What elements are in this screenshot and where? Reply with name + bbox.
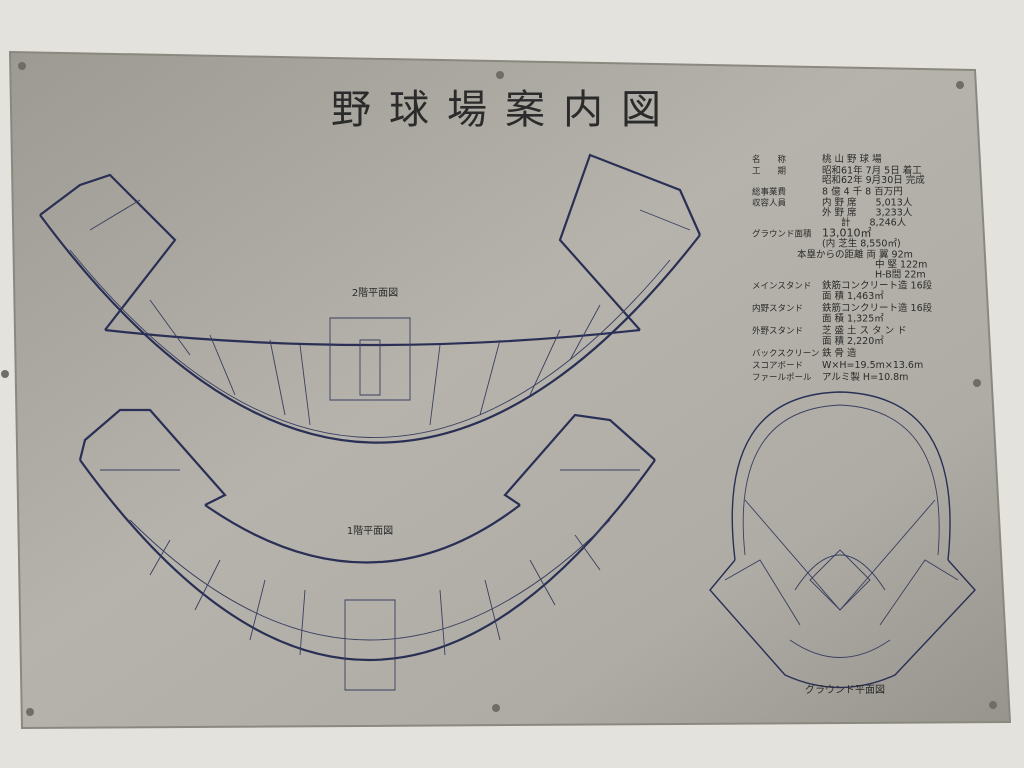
info-label: グラウンド面積 (752, 229, 812, 240)
info-value: 内 野 席 5,013人 (822, 197, 913, 209)
info-value: 鉄筋コンクリート造 16段 (822, 280, 933, 292)
info-label: 名 称 (752, 154, 787, 165)
info-label: スコアボード (752, 361, 803, 371)
info-label: メインスタンド (752, 282, 811, 292)
info-value: 外 野 席 3,233人 (822, 207, 913, 219)
info-value: 13,010㎡ (822, 227, 872, 240)
info-value: 本塁からの距離 両 翼 92m (797, 249, 913, 261)
first-floor-plan: 1階平面図 (78, 408, 656, 691)
plaque-title: 野球場案内図 (331, 87, 679, 133)
info-value: 中 堅 122m (875, 259, 927, 271)
screw-icons (1, 62, 997, 716)
second-floor-plan: 2階平面図 (39, 153, 702, 444)
info-label: ファールポール (752, 373, 812, 383)
info-value: 8 億 4 千 8 百万円 (822, 185, 903, 197)
ground-plan: グラウンド平面図 (709, 391, 976, 696)
info-label: 内野スタンド (752, 303, 803, 314)
info-value: 芝 盛 土 ス タ ン ド (822, 325, 907, 337)
info-label: 工 期 (752, 166, 786, 176)
info-value: 桃 山 野 球 場 (822, 153, 882, 165)
info-value: (内 芝生 8,550㎡) (822, 237, 901, 249)
info-value: 計 8,246人 (822, 216, 907, 228)
info-value: アルミ製 H=10.8m (822, 371, 908, 383)
info-label: 外野スタンド (752, 326, 803, 337)
first-floor-label: 1階平面図 (347, 525, 393, 537)
info-value: H-B間 22m (875, 269, 926, 280)
info-value: 面 積 2,220㎡ (822, 335, 884, 347)
info-value: 面 積 1,325㎡ (822, 313, 884, 325)
info-label: 収容人員 (752, 198, 787, 209)
ground-plan-label: グラウンド平面図 (805, 683, 885, 696)
info-value: 昭和61年 7月 5日 着工 (822, 164, 922, 176)
info-value: 鉄 骨 造 (822, 347, 857, 359)
info-label: 総事業費 (752, 186, 787, 197)
second-floor-label: 2階平面図 (352, 287, 398, 299)
info-value: 面 積 1,463㎡ (822, 290, 884, 302)
info-value: 鉄筋コンクリート造 16段 (822, 302, 933, 314)
metal-plaque (8, 50, 1012, 730)
info-value: W×H=19.5m×13.6m (822, 360, 923, 371)
info-label: バックスクリーン (752, 349, 819, 359)
info-value: 昭和62年 9月30日 完成 (822, 174, 925, 186)
